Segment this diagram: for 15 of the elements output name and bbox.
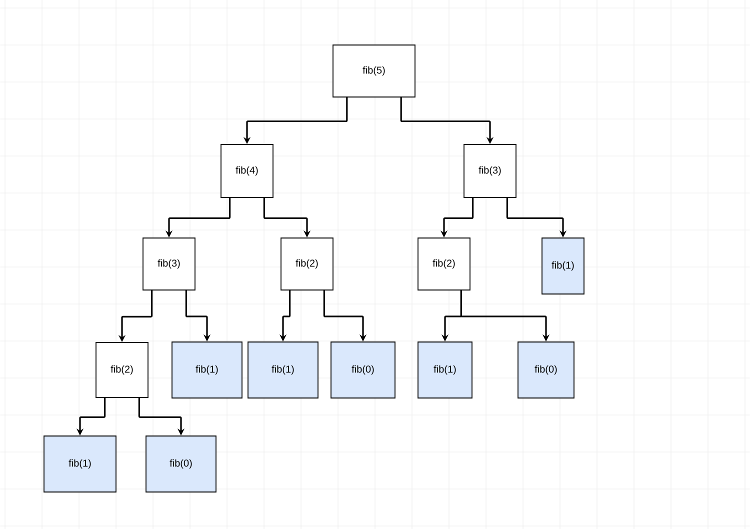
process-box: fib(3) <box>464 144 516 198</box>
leaf-box: fib(1) <box>542 238 584 294</box>
leaf-box: fib(1) <box>172 342 242 398</box>
process-box: fib(3) <box>142 238 196 290</box>
process-box: fib(2) <box>280 238 334 290</box>
leaf-box: fib(0) <box>330 342 396 398</box>
process-box: fib(4) <box>220 144 274 198</box>
process-box: fib(2) <box>96 342 148 398</box>
process-box: fib(2) <box>418 238 470 290</box>
leaf-box: fib(1) <box>44 436 116 492</box>
leaf-box: fib(1) <box>248 342 318 398</box>
leaf-box: fib(1) <box>418 342 472 398</box>
leaf-box: fib(0) <box>518 342 574 398</box>
process-box: fib(5) <box>332 44 416 98</box>
leaf-box: fib(0) <box>146 436 216 492</box>
